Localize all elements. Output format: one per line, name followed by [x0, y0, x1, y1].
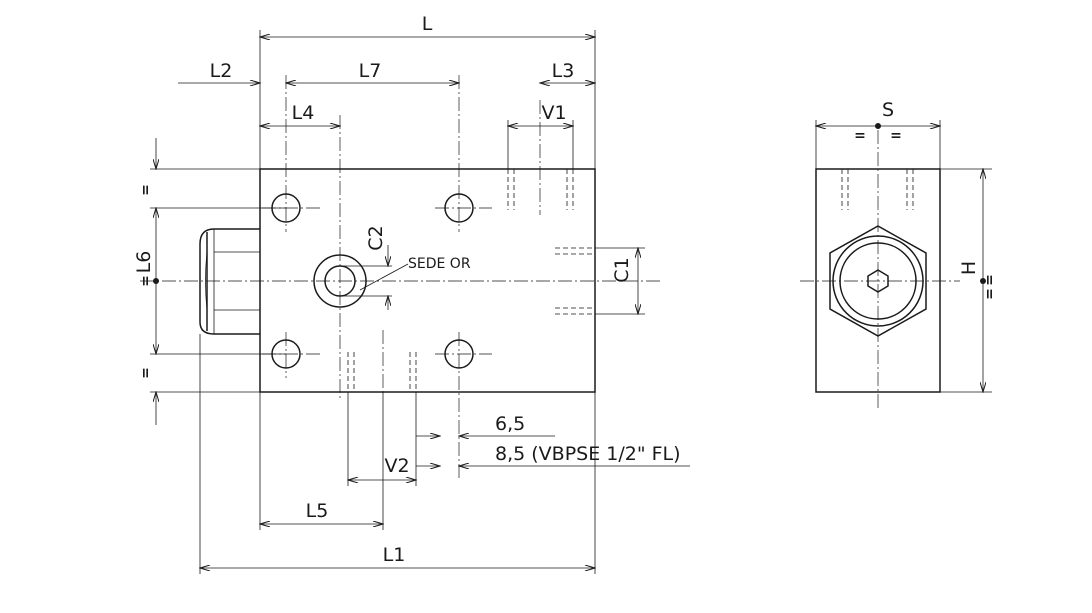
label-V2: V2 [384, 455, 409, 477]
label-L: L [422, 13, 433, 35]
label-8-5: 8,5 (VBPSE 1/2" FL) [495, 443, 681, 465]
label-L1: L1 [383, 544, 406, 566]
label-C2: C2 [365, 225, 387, 250]
side-fitting [199, 228, 260, 335]
equal-mark: = [854, 128, 866, 144]
label-seat: SEDE OR [408, 256, 471, 272]
equal-mark: = [138, 275, 154, 287]
label-L5: L5 [306, 500, 329, 522]
mounting-holes [262, 75, 492, 480]
label-V1: V1 [541, 102, 566, 124]
front-view: L L2 L7 L3 L4 V1 L6 = = = [133, 13, 690, 574]
label-6-5: 6,5 [495, 413, 525, 435]
label-L2: L2 [210, 60, 233, 82]
label-L7: L7 [359, 60, 382, 82]
hex-socket [867, 269, 889, 293]
equal-mark: = [890, 128, 902, 144]
label-L6: L6 [133, 251, 155, 274]
label-L3: L3 [552, 60, 575, 82]
center-dot [153, 278, 159, 284]
hidden-ports [347, 100, 595, 395]
equal-mark: = [138, 184, 154, 196]
equal-mark: = [982, 274, 998, 286]
label-S: S [882, 99, 894, 121]
label-C1: C1 [611, 257, 633, 282]
label-H: H [958, 261, 980, 275]
label-L4: L4 [292, 102, 315, 124]
seat-leader [359, 263, 409, 291]
side-view: S = = H = = [800, 99, 998, 408]
equal-mark: = [982, 288, 998, 300]
hex-plug [829, 225, 927, 337]
valve-body-outline [259, 168, 596, 393]
equal-mark: = [138, 367, 154, 379]
